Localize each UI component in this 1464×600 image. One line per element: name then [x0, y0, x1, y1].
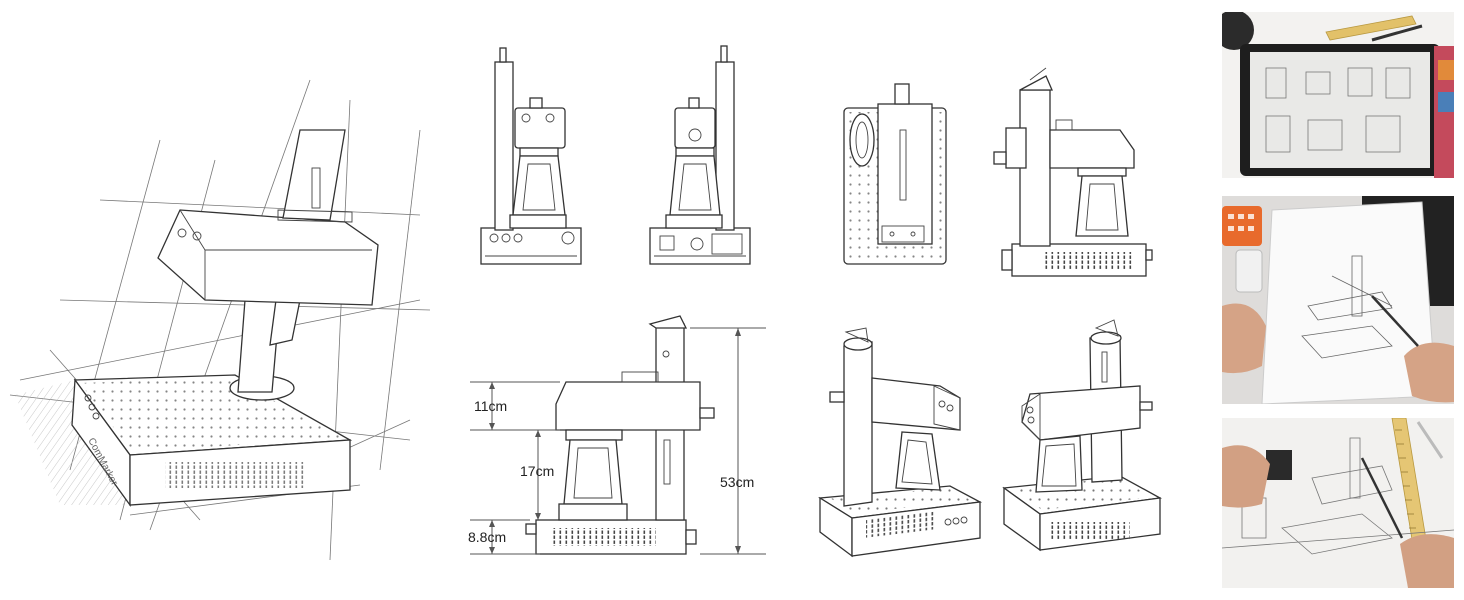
photo-hands-ruler-sketch [1222, 418, 1454, 588]
back-view [649, 45, 751, 265]
photo-tablet-drawing [1222, 12, 1454, 178]
dimension-total-label: 53cm [720, 474, 754, 490]
photo-hands-paper-sketch [1222, 196, 1454, 404]
dimension-base-label: 8.8cm [468, 529, 506, 545]
front-view [480, 47, 582, 265]
top-view [843, 83, 947, 265]
dimensioned-view: 11cm 17cm 8.8cm 53cm [468, 315, 766, 555]
isometric-view-right [1002, 319, 1163, 552]
pencil-sketch: ComMarker [9, 79, 431, 561]
isometric-view-left [818, 327, 983, 558]
side-view [993, 67, 1153, 277]
dimension-gap-label: 17cm [520, 463, 554, 479]
dimension-head-label: 11cm [474, 398, 507, 414]
